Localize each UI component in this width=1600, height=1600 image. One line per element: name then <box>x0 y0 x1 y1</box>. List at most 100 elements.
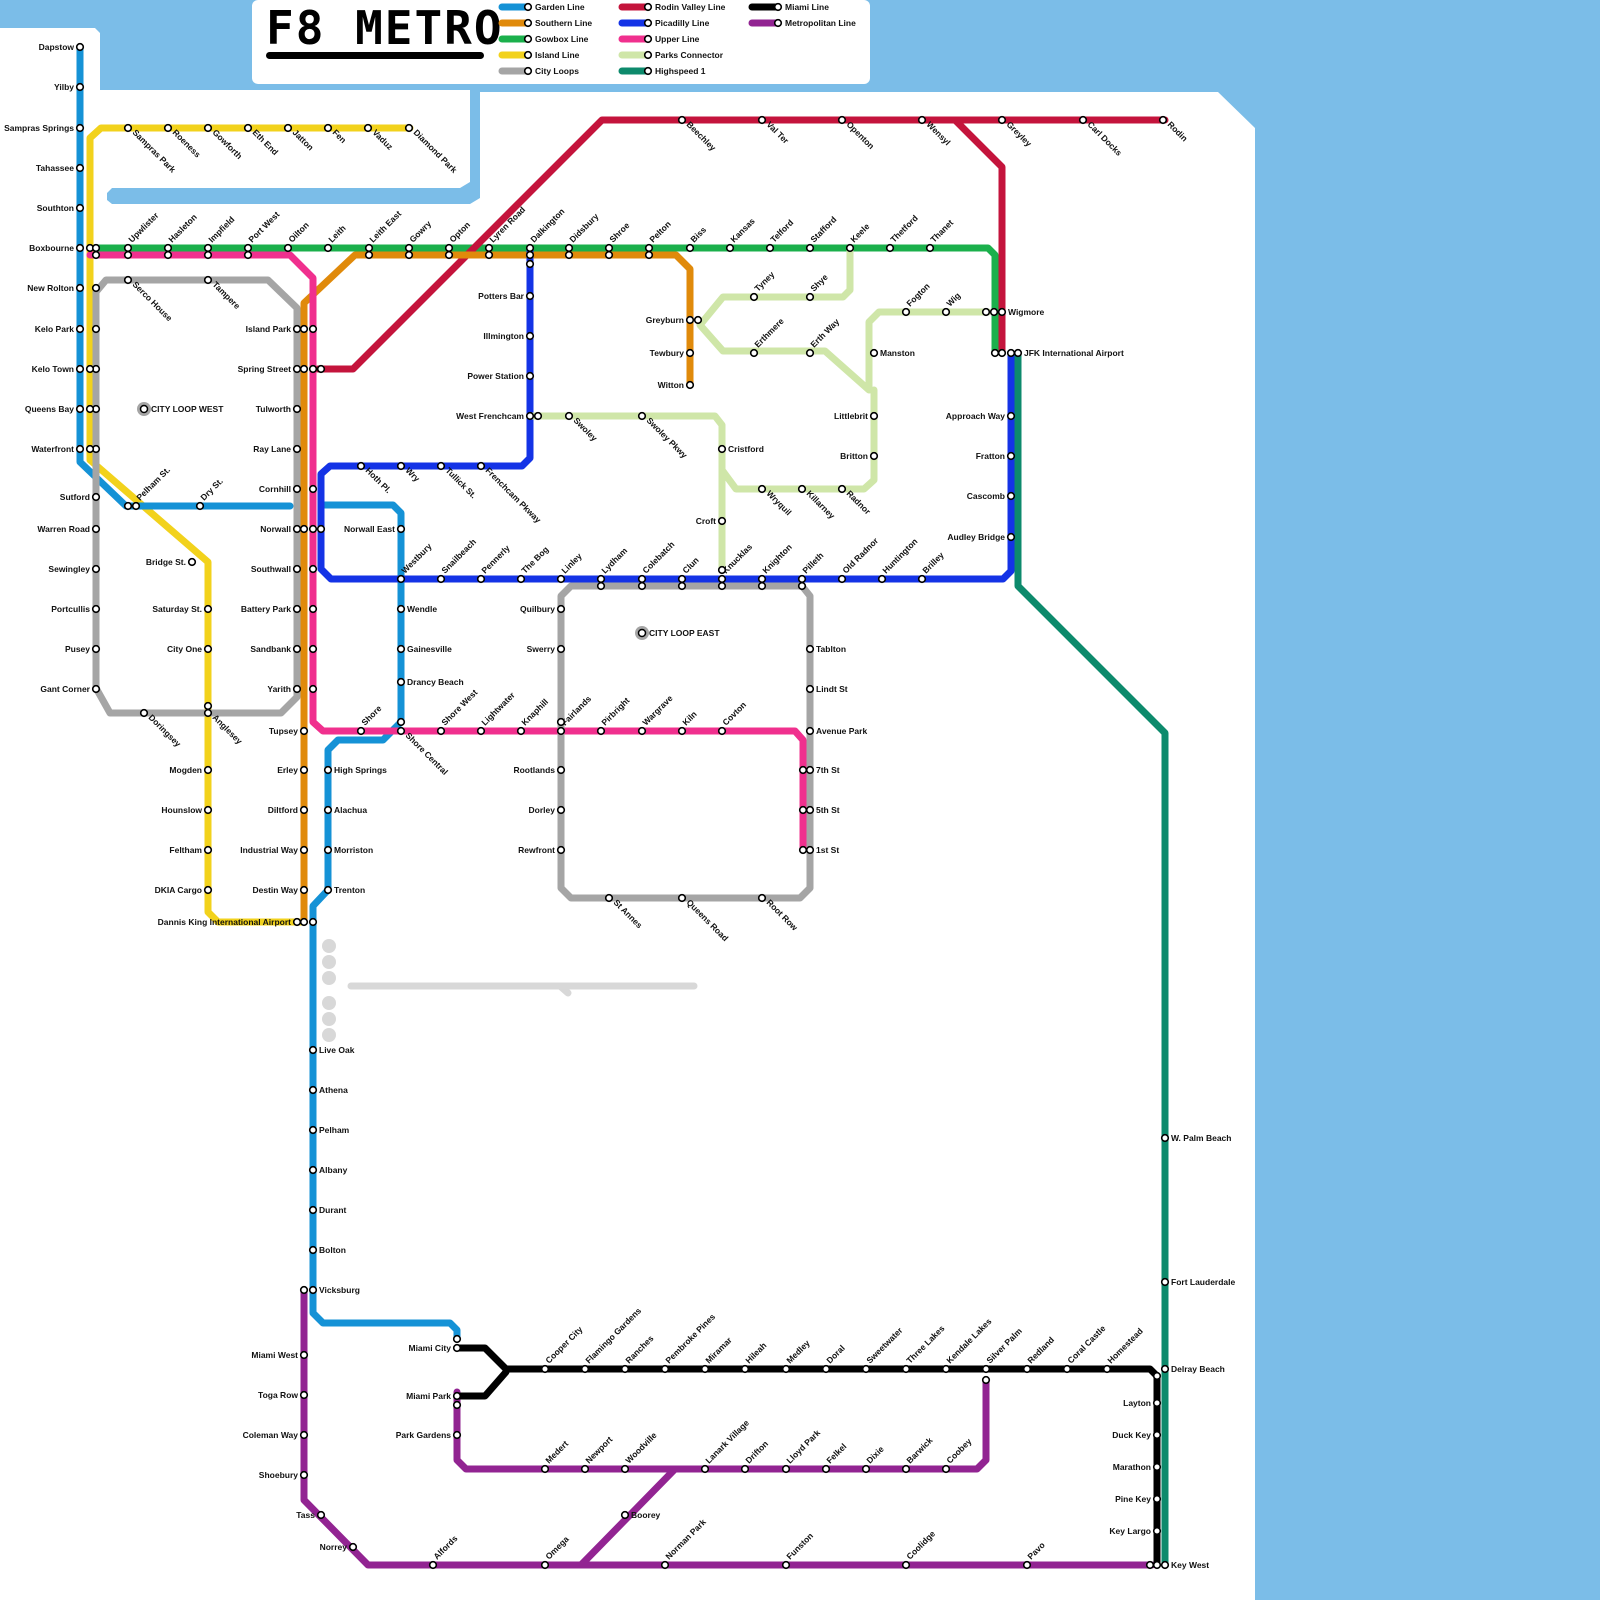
station-dot[interactable] <box>639 583 646 590</box>
station-dot[interactable] <box>205 252 212 259</box>
station-dot[interactable] <box>446 252 453 259</box>
station[interactable]: Fort Lauderdale <box>1162 1277 1236 1287</box>
station-dot[interactable] <box>87 366 94 373</box>
station-dot <box>639 728 646 735</box>
station[interactable]: Pusey <box>65 644 99 654</box>
station-dot[interactable] <box>301 326 308 333</box>
station[interactable]: Dannis King International Airport <box>158 917 301 927</box>
station-dot[interactable] <box>558 719 565 726</box>
station-dot[interactable] <box>93 252 100 259</box>
station-dot[interactable] <box>991 309 998 316</box>
station-dot[interactable] <box>983 1377 990 1384</box>
station-label: Cristford <box>728 444 764 454</box>
station[interactable]: Yilby <box>54 82 83 92</box>
station-dot[interactable] <box>310 486 317 493</box>
station-dot <box>799 486 806 493</box>
station-dot[interactable] <box>310 366 317 373</box>
station-dot[interactable] <box>679 583 686 590</box>
station-dot[interactable] <box>454 1402 461 1409</box>
station[interactable]: JFK International Airport <box>1015 348 1124 358</box>
station-dot[interactable] <box>366 252 373 259</box>
station[interactable]: Croft <box>696 516 726 526</box>
station-dot[interactable] <box>301 919 308 926</box>
station-dot[interactable] <box>646 252 653 259</box>
station[interactable]: Spring Street <box>238 364 301 374</box>
station-dot[interactable] <box>310 326 317 333</box>
station-dot[interactable] <box>800 847 807 854</box>
station-label: Wigmore <box>1008 307 1045 317</box>
station[interactable]: High Springs <box>325 765 387 775</box>
station[interactable]: W. Palm Beach <box>1162 1133 1232 1143</box>
station-dot[interactable] <box>527 261 534 268</box>
station-dot[interactable] <box>406 252 413 259</box>
station-dot[interactable] <box>301 526 308 533</box>
station-dot[interactable] <box>318 366 325 373</box>
station-dot[interactable] <box>983 309 990 316</box>
station-dot[interactable] <box>245 252 252 259</box>
station-dot[interactable] <box>535 413 542 420</box>
station-dot[interactable] <box>318 526 325 533</box>
station-dot[interactable] <box>125 252 132 259</box>
station-dot[interactable] <box>486 252 493 259</box>
hub-city-loop-west[interactable]: CITY LOOP WEST <box>137 402 224 416</box>
station-dot[interactable] <box>310 606 317 613</box>
station-dot[interactable] <box>125 503 132 510</box>
station[interactable]: Industrial Way <box>240 845 307 855</box>
station-dot[interactable] <box>87 406 94 413</box>
station-dot[interactable] <box>454 1336 461 1343</box>
station-dot[interactable] <box>1147 1562 1154 1569</box>
station-dot[interactable] <box>87 446 94 453</box>
station[interactable]: Coleman Way <box>243 1430 308 1440</box>
station-dot[interactable] <box>310 686 317 693</box>
station[interactable]: 1st St <box>807 845 840 855</box>
station[interactable]: Delray Beach <box>1162 1364 1225 1374</box>
station[interactable]: Drancy Beach <box>398 677 464 687</box>
station[interactable]: Bolton <box>310 1245 346 1255</box>
station-dot <box>639 413 646 420</box>
station-dot[interactable] <box>719 583 726 590</box>
station[interactable]: Tass <box>296 1510 324 1520</box>
station-dot[interactable] <box>992 350 999 357</box>
station[interactable]: Audley Bridge <box>947 532 1014 542</box>
station-dot[interactable] <box>310 526 317 533</box>
station[interactable]: Park Gardens <box>396 1430 461 1440</box>
station-dot[interactable] <box>301 366 308 373</box>
station-dot[interactable] <box>398 719 405 726</box>
station-dot[interactable] <box>799 583 806 590</box>
station-dot[interactable] <box>310 646 317 653</box>
station-label: 1st St <box>816 845 839 855</box>
station-dot[interactable] <box>205 703 212 710</box>
station-dot[interactable] <box>93 326 100 333</box>
station[interactable]: Approach Way <box>946 411 1015 421</box>
station-dot[interactable] <box>310 566 317 573</box>
station-dot[interactable] <box>93 285 100 292</box>
station-dot[interactable] <box>1154 1373 1161 1380</box>
station-dot[interactable] <box>606 252 613 259</box>
station[interactable]: Sampras Springs <box>4 123 83 133</box>
station-dot[interactable] <box>566 252 573 259</box>
station[interactable]: Avenue Park <box>807 726 868 736</box>
station-dot[interactable] <box>598 583 605 590</box>
station[interactable]: Witton <box>658 380 694 390</box>
station-dot[interactable] <box>759 583 766 590</box>
station-dot[interactable] <box>301 1287 308 1294</box>
station[interactable]: West Frenchcam <box>456 411 533 421</box>
station[interactable]: Yarith <box>267 684 300 694</box>
station[interactable]: Erley <box>277 765 307 775</box>
station-dot[interactable] <box>1154 1562 1161 1569</box>
station-dot[interactable] <box>800 807 807 814</box>
station[interactable]: Dorley <box>529 805 565 815</box>
station-dot[interactable] <box>1008 350 1015 357</box>
station[interactable]: Power Station <box>467 371 533 381</box>
station-dot[interactable] <box>310 919 317 926</box>
station-dot <box>1008 453 1015 460</box>
station-dot[interactable] <box>527 252 534 259</box>
station-dot[interactable] <box>165 252 172 259</box>
station[interactable]: 5th St <box>807 805 840 815</box>
station-dot[interactable] <box>93 245 100 252</box>
station-dot[interactable] <box>719 567 726 574</box>
station[interactable]: 7th St <box>807 765 840 775</box>
station-dot[interactable] <box>800 767 807 774</box>
station-dot[interactable] <box>999 350 1006 357</box>
station-dot[interactable] <box>695 317 702 324</box>
